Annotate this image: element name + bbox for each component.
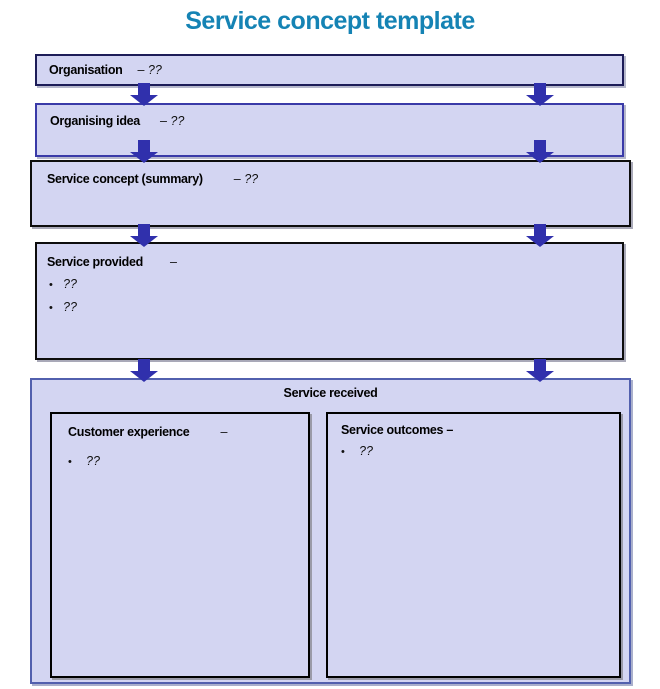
customer-experience-bullet-1-text: ?? [86, 454, 100, 468]
service-received-box: Service received Customer experience – • … [30, 378, 631, 684]
organising-idea-heading: Organising idea – ?? [50, 114, 184, 128]
bullet-icon: • [68, 456, 72, 468]
down-arrow-icon [130, 140, 158, 163]
service-outcomes-box: Service outcomes – • ?? [326, 412, 621, 678]
service-provided-annotation: – [169, 255, 177, 269]
down-arrow-icon [526, 224, 554, 247]
down-arrow-icon [130, 83, 158, 106]
organisation-heading-label: Organisation [49, 63, 123, 77]
organising-idea-annotation: – ?? [159, 114, 185, 128]
organising-idea-heading-label: Organising idea [50, 114, 140, 128]
down-arrow-icon [130, 359, 158, 382]
service-concept-annotation: – ?? [233, 172, 259, 186]
service-provided-heading-label: Service provided [47, 255, 143, 269]
service-concept-heading-label: Service concept (summary) [47, 172, 203, 186]
bullet-icon: • [49, 302, 53, 314]
organisation-box: Organisation – ?? [35, 54, 624, 86]
down-arrow-icon [526, 83, 554, 106]
service-provided-bullet-1: • ?? [49, 277, 77, 291]
organisation-annotation: – ?? [137, 63, 162, 77]
down-arrow-icon [130, 224, 158, 247]
service-outcomes-bullet-1-text: ?? [359, 444, 373, 458]
customer-experience-bullet-1: • ?? [68, 454, 100, 468]
service-concept-box: Service concept (summary) – ?? [30, 160, 631, 227]
customer-experience-annotation: – [220, 425, 228, 439]
service-outcomes-bullet-1: • ?? [341, 444, 373, 458]
page-title: Service concept template [185, 7, 475, 35]
service-concept-heading: Service concept (summary) – ?? [47, 172, 258, 186]
organising-idea-box: Organising idea – ?? [35, 103, 624, 157]
service-provided-box: Service provided – • ?? • ?? [35, 242, 624, 360]
service-provided-heading: Service provided – [47, 255, 177, 269]
customer-experience-box: Customer experience – • ?? [50, 412, 310, 678]
service-provided-bullet-2-text: ?? [63, 300, 77, 314]
bullet-icon: • [49, 279, 53, 291]
organisation-heading: Organisation – ?? [49, 63, 162, 77]
service-provided-bullet-1-text: ?? [63, 277, 77, 291]
service-received-heading: Service received [283, 386, 378, 400]
customer-experience-heading-label: Customer experience [68, 425, 190, 439]
service-outcomes-heading: Service outcomes – [341, 423, 453, 437]
bullet-icon: • [341, 446, 345, 458]
down-arrow-icon [526, 359, 554, 382]
service-outcomes-heading-label: Service outcomes – [341, 423, 454, 437]
service-provided-bullet-2: • ?? [49, 300, 77, 314]
down-arrow-icon [526, 140, 554, 163]
customer-experience-heading: Customer experience – [68, 425, 227, 439]
